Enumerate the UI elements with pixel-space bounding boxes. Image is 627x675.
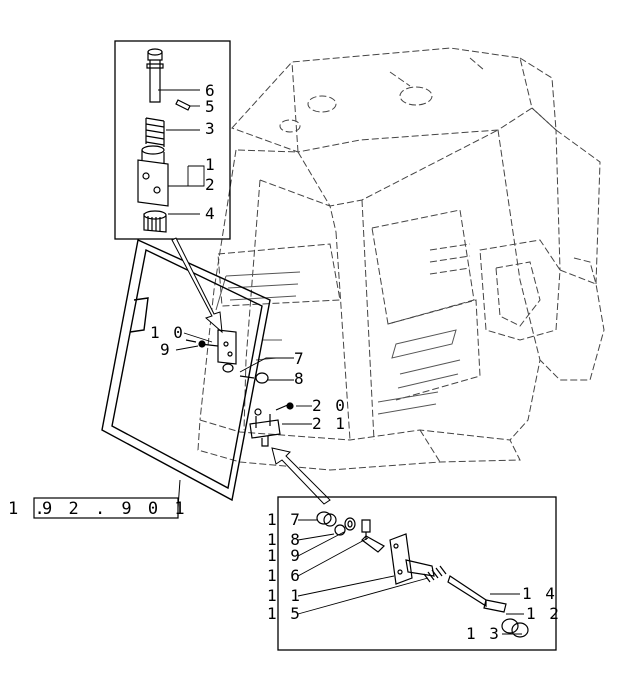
- callout-2: 2: [205, 175, 217, 194]
- hinge-pin-parts: [137, 48, 191, 233]
- callout-19: 1 9: [267, 546, 302, 565]
- callout-20: 2 0: [312, 396, 347, 415]
- callout-10: 1 0: [150, 323, 185, 342]
- upper-bolt-nut: [239, 372, 269, 384]
- latch-parts: [316, 511, 529, 638]
- door-to-inset-arrow: [271, 447, 331, 505]
- reference-number: 9 2 . 9 0 1: [42, 499, 188, 519]
- callout-17: 1 7: [267, 510, 302, 529]
- callout-1: 1: [205, 155, 217, 174]
- callout-5: 5: [205, 97, 217, 116]
- reference-box: [33, 497, 179, 519]
- cab-ghost-outline: [197, 47, 605, 471]
- bottom-leaders: [297, 519, 524, 635]
- main-leaders: [175, 332, 312, 425]
- top-detail-inset: [114, 40, 231, 240]
- callout-15: 1 5: [267, 604, 302, 623]
- callout-18: 1 8: [267, 530, 302, 549]
- reference-prefix: 1 .: [8, 499, 48, 519]
- bottom-detail-inset: [277, 496, 557, 651]
- callout-7: 7: [294, 349, 306, 368]
- callout-4: 4: [205, 204, 217, 223]
- callout-13: 1 3: [466, 624, 501, 643]
- inset-to-door-arrow: [171, 237, 223, 334]
- callout-14: 1 4: [522, 584, 557, 603]
- callout-16: 1 6: [267, 566, 302, 585]
- callout-21: 2 1: [312, 414, 347, 433]
- door-frame: [101, 238, 271, 502]
- callout-8: 8: [294, 369, 306, 388]
- top-leaders: [158, 89, 205, 215]
- callout-12: 1 2: [526, 604, 561, 623]
- callout-11: 1 1: [267, 586, 302, 605]
- upper-hinge: [185, 329, 237, 373]
- callout-3: 3: [205, 119, 217, 138]
- callout-6: 6: [205, 81, 217, 100]
- callout-9: 9: [160, 340, 172, 359]
- lower-hinge: [249, 402, 294, 447]
